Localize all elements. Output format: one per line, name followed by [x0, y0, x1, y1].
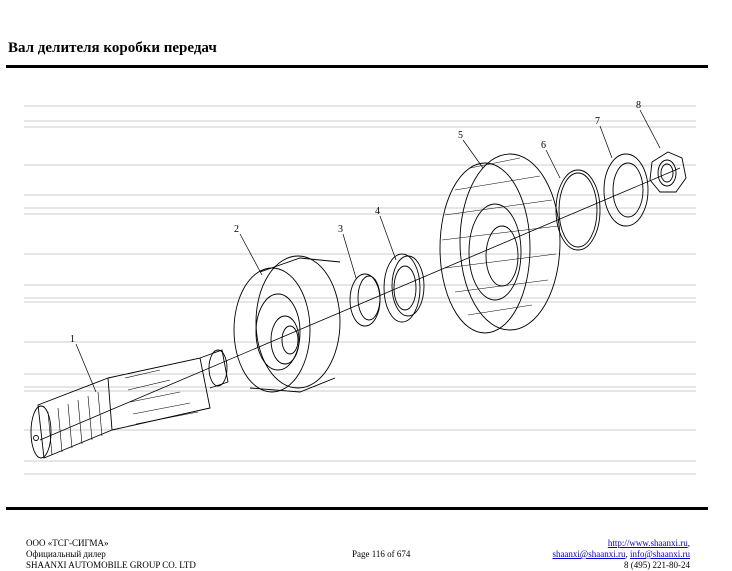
callout-1: 1	[70, 334, 75, 345]
phone-number: 8 (495) 221-80-24	[624, 560, 690, 570]
website-separator: ,	[687, 538, 690, 548]
part-7-washer	[603, 153, 649, 227]
guide-lines	[24, 105, 696, 475]
part-4-synchro-ring	[383, 253, 425, 323]
part-2-synchronizer	[233, 255, 341, 393]
callout-7: 7	[595, 116, 600, 127]
footer-group: SHAANXI AUTOMOBILE GROUP CO. LTD	[26, 560, 196, 570]
leader-lines	[75, 109, 661, 393]
footer-rule	[6, 507, 708, 510]
footer-company-name: ООО «ТСГ-СИГМА»	[26, 538, 109, 548]
callout-labels: 1 2 3 4 5 6 7 8	[70, 100, 641, 345]
footer-dealer: Официальный дилер	[26, 549, 106, 559]
callout-5: 5	[458, 130, 463, 141]
callout-6: 6	[541, 140, 546, 151]
email-link-2[interactable]: info@shaanxi.ru	[629, 549, 690, 559]
page-number: Page 116 of 674	[352, 549, 411, 559]
part-1-shaft	[30, 349, 229, 459]
part-8-nut	[649, 151, 687, 193]
header-rule	[6, 65, 708, 68]
footer-contacts: http://www.shaanxi.ru, shaanxi@shaanxi.r…	[552, 538, 690, 571]
callout-2: 2	[234, 224, 239, 235]
callout-4: 4	[375, 206, 380, 217]
callout-8: 8	[636, 100, 641, 111]
part-6-snap-ring	[555, 169, 601, 251]
email-separator: ,	[625, 549, 630, 559]
part-3-ring	[349, 273, 381, 327]
email-link-1[interactable]: shaanxi@shaanxi.ru	[552, 549, 626, 559]
website-link[interactable]: http://www.shaanxi.ru	[607, 538, 688, 548]
callout-3: 3	[338, 224, 343, 235]
footer-company: ООО «ТСГ-СИГМА» Официальный дилер SHAANX…	[26, 538, 196, 571]
part-5-gear	[439, 153, 561, 334]
page-title: Вал делителя коробки передач	[8, 40, 217, 56]
